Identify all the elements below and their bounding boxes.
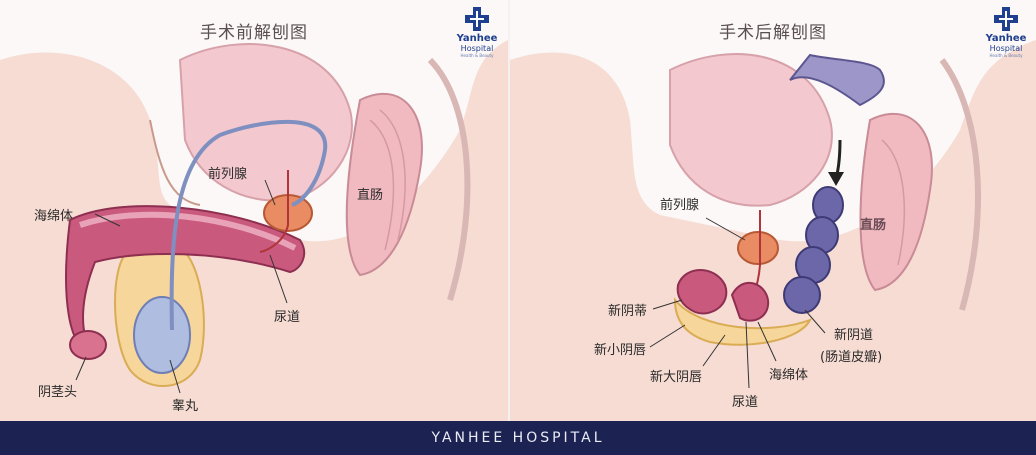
label-neo-clitoris: 新阴蒂 — [608, 304, 648, 319]
label-neo-labia-majora: 新大阴唇 — [650, 370, 703, 385]
label-corpus-spongiosum: 海绵体 — [769, 368, 809, 383]
post-surgery-illustration — [510, 40, 1036, 421]
label-prostate: 前列腺 — [660, 198, 700, 213]
label-corpus-spongiosum: 海绵体 — [34, 209, 74, 224]
post-surgery-title: 手术后解刨图 — [719, 23, 827, 43]
post-surgery-panel: 手术后解刨图 Yanhee Hospital Health & Beauty 前… — [510, 0, 1036, 421]
logo-line-1: Yanhee — [456, 33, 498, 44]
label-urethra: 尿道 — [732, 395, 759, 410]
label-testicle: 睾丸 — [172, 399, 199, 414]
logo-line-3: Health & Beauty — [460, 53, 494, 58]
footer-bar: YANHEE HOSPITAL — [0, 421, 1036, 455]
pre-surgery-illustration — [0, 40, 508, 421]
cross-logo-icon — [994, 7, 1018, 31]
label-prostate: 前列腺 — [208, 167, 248, 182]
label-glans: 阴茎头 — [38, 385, 78, 400]
label-rectum: 直肠 — [357, 188, 384, 203]
label-neo-vagina-note: (肠道皮瓣) — [820, 350, 883, 365]
logo-line-2: Hospital — [460, 44, 494, 53]
label-urethra: 尿道 — [274, 310, 301, 325]
label-rectum: 直肠 — [860, 218, 887, 233]
pre-surgery-panel: 手术前解刨图 Yanhee Hospital Health & Beauty 前… — [0, 0, 508, 421]
logo-line-2: Hospital — [989, 44, 1023, 53]
logo-line-1: Yanhee — [985, 33, 1027, 44]
logo-line-3: Health & Beauty — [989, 53, 1023, 58]
hospital-logo: Yanhee Hospital Health & Beauty — [980, 6, 1032, 66]
hospital-logo: Yanhee Hospital Health & Beauty — [451, 6, 503, 66]
cross-logo-icon — [465, 7, 489, 31]
label-neo-labia-minora: 新小阴唇 — [594, 343, 647, 358]
label-neo-vagina: 新阴道 — [834, 328, 874, 343]
footer-text: YANHEE HOSPITAL — [431, 430, 605, 446]
pre-surgery-title: 手术前解刨图 — [200, 23, 308, 43]
